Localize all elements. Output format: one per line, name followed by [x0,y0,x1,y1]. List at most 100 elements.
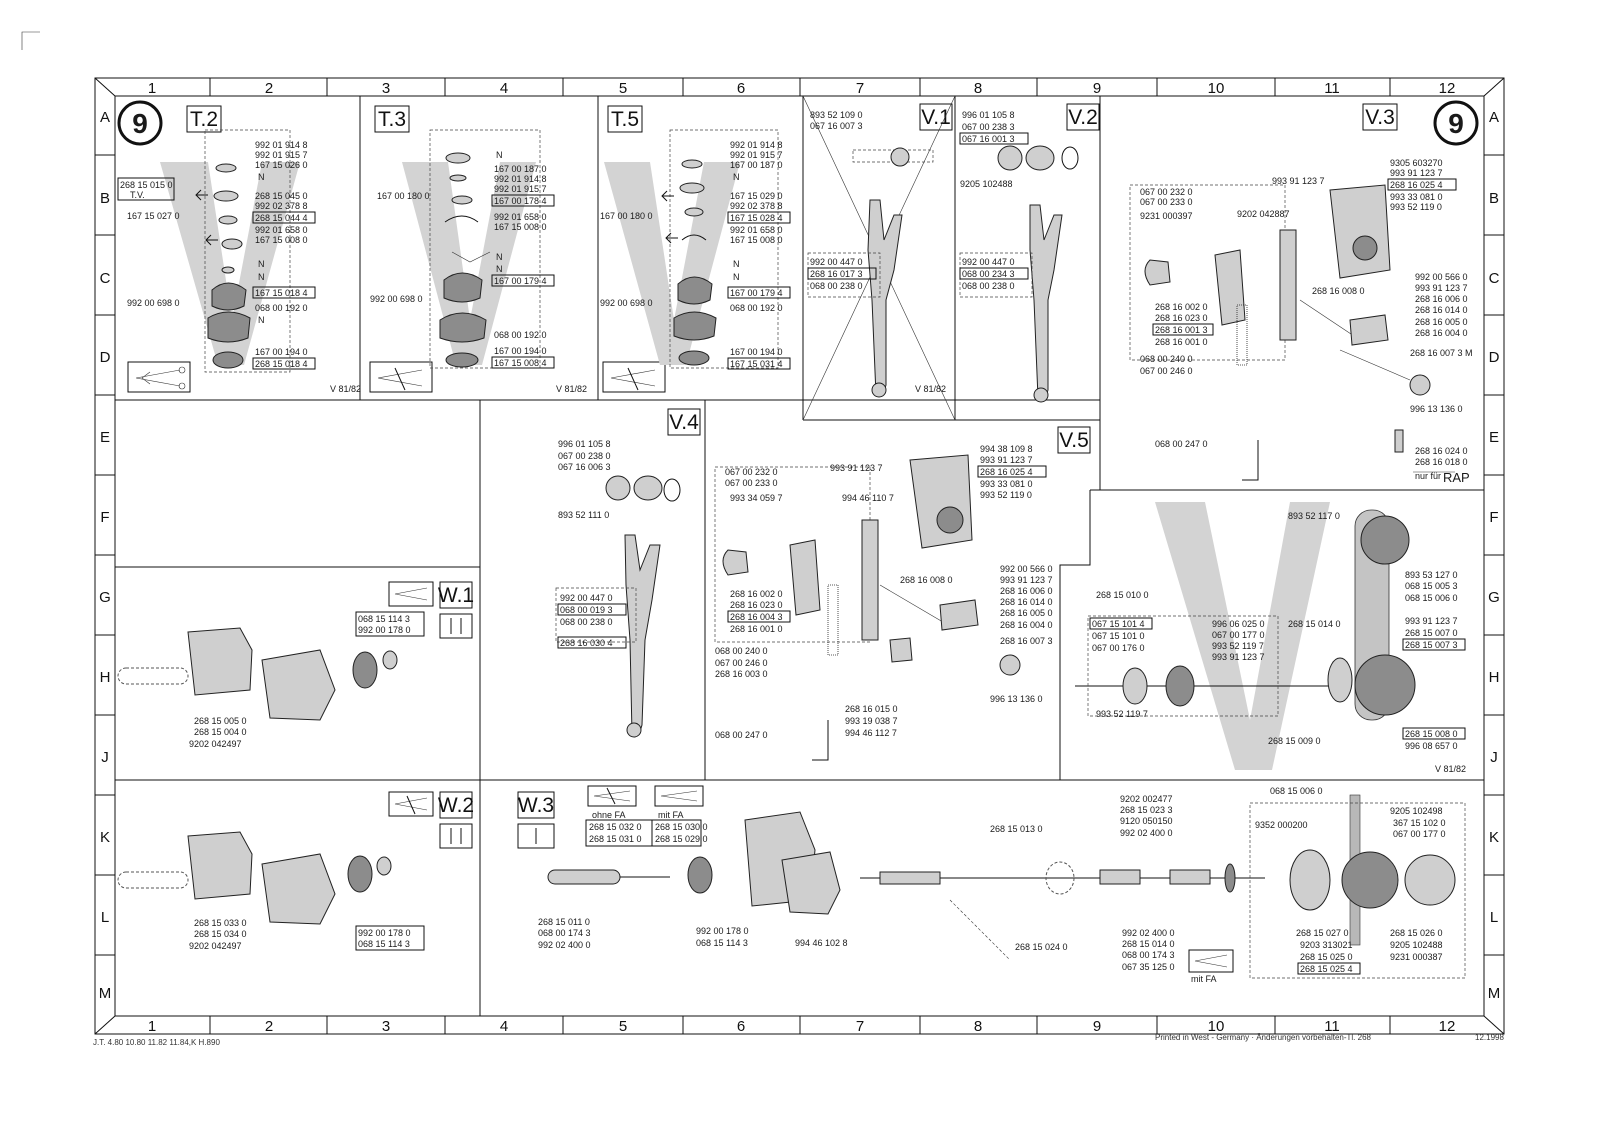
part-number-label: 167 15 008 4 [494,358,547,368]
part-number-label: 9202 042497 [189,941,242,951]
part-number-label: 268 15 023 3 [1120,805,1173,815]
part-number-label: W.1 [438,584,474,607]
version-mark: V 81/82 [330,384,361,394]
part-number-label: 992 01 914 8 [494,174,547,184]
part-number-label: 993 52 119 7 [1096,709,1148,719]
part-number-label: 268 15 025 0 [1300,952,1353,962]
part-number-label: 068 00 192 0 [730,303,783,313]
part-number-label: 992 01 658 0 [730,225,783,235]
part-number-label: 992 00 698 0 [127,298,180,308]
part-number-label: 996 13 136 0 [990,694,1043,704]
part-number-label: 9231 000387 [1390,952,1443,962]
part-number-label: 268 16 006 0 [1000,586,1053,596]
panel-label-v1: V.1 [919,103,953,131]
part-number-label: 067 00 176 0 [1092,643,1145,653]
part-number-label: 167 00 178 4 [494,196,547,206]
part-number-label: 9202 042887 [1237,209,1290,219]
part-number-label: 268 15 004 0 [194,727,247,737]
t2-part-numbers: 992 01 914 8 992 01 915 7 167 15 026 0 N… [117,140,361,394]
part-number-label: N [496,252,503,262]
part-number-label: 268 15 024 0 [1015,942,1068,952]
part-number-label: 993 91 123 7 [1212,652,1265,662]
part-number-label: 067 00 177 0 [1212,630,1265,640]
part-number-label: 992 00 447 0 [810,257,863,267]
part-number-label: 167 15 027 0 [127,211,180,221]
scissors-off-icon [602,361,666,393]
part-number-label: 993 52 119 0 [980,490,1032,500]
v1-part-numbers: 893 52 109 0 067 16 007 3 992 00 447 0 2… [807,110,946,394]
version-mark: V 81/82 [556,384,587,394]
part-number-label: 893 52 117 0 [1288,511,1340,521]
sheet-badge-left: 9 [117,100,163,146]
t2-hook-drawing [195,129,291,373]
part-number-label: ohne FA [592,810,626,820]
row-label: J [1490,749,1498,766]
part-number-label: 996 01 105 8 [962,110,1015,120]
v4-part-numbers: 996 01 105 8 067 00 238 0 067 16 006 3 8… [555,439,637,649]
part-number-label: 068 15 114 3 [696,938,748,948]
part-number-label: 992 00 447 0 [962,257,1015,267]
part-number-label: 268 15 033 0 [194,918,247,928]
part-number-label: 167 00 179 4 [494,276,547,286]
part-number-label: 268 15 005 0 [194,716,247,726]
part-number-label: V.4 [669,411,699,434]
stitch-mark-w3 [517,823,555,849]
part-number-label: 268 16 002 0 [1155,302,1208,312]
row-label: D [100,349,111,366]
part-number-label: 993 91 123 7 [1405,616,1458,626]
col-label: 10 [1208,80,1225,97]
part-number-label: 992 00 566 0 [1415,272,1468,282]
scissors-icon [1188,949,1234,973]
part-number-label: 992 02 378 8 [730,201,783,211]
part-number-label: 992 01 658 0 [494,212,547,222]
v3-feed-mechanism-drawing [1129,184,1431,481]
part-number-label: N [258,272,265,282]
part-number-label: N [258,315,265,325]
part-number-label: 268 16 008 0 [1312,286,1365,296]
row-label: H [1489,669,1500,686]
footer-printed: Printed in West - Germany · Änderungen v… [1155,1033,1372,1042]
part-number-label: 996 08 657 0 [1405,741,1458,751]
part-number-label: 268 16 001 0 [1155,337,1208,347]
part-number-label: 268 16 015 0 [845,704,898,714]
part-number-label: 167 00 180 0 [377,191,430,201]
part-number-label: 992 00 698 0 [370,294,423,304]
col-label: 7 [856,1018,864,1035]
scissors-icon [388,581,434,607]
v5-feed-mechanism-drawing [714,454,1021,761]
col-label: 3 [382,1018,390,1035]
part-number-label: 992 02 378 8 [255,201,308,211]
col-label: 5 [619,80,627,97]
panel-label-v4: V.4 [667,408,701,436]
part-number-label: 068 00 019 3 [560,605,613,615]
col-label: 10 [1208,1018,1225,1035]
part-number-label: 993 91 123 7 [830,463,883,473]
part-number-label: 994 46 112 7 [845,728,897,738]
part-number-label: 268 15 015 0 [120,180,173,190]
col-label: 8 [974,80,982,97]
part-number-label: 996 01 105 8 [558,439,611,449]
part-number-label: 994 38 109 8 [980,444,1033,454]
col-label: 6 [737,1018,745,1035]
part-number-label: 268 15 045 0 [255,191,308,201]
part-number-label: 067 00 233 0 [725,478,778,488]
col-label: 2 [265,1018,273,1035]
part-number-label: 993 52 119 0 [1390,202,1442,212]
part-number-label: 992 02 400 0 [1120,828,1173,838]
part-number-label: 9205 102488 [960,179,1013,189]
col-label: 11 [1324,80,1340,97]
col-label: 4 [500,80,508,97]
panel-label-v2: V.2 [1066,103,1100,131]
v5-part-numbers: 994 38 109 8 993 91 123 7 268 16 025 4 9… [715,444,1053,740]
part-number-label: 993 52 119 7 [1212,641,1264,651]
part-number-label: 167 00 180 0 [600,211,653,221]
part-number-label: 994 46 102 8 [795,938,848,948]
part-number-label: 268 15 034 0 [194,929,247,939]
part-number-label: 068 00 247 0 [715,730,768,740]
col-label: 11 [1324,1018,1340,1035]
part-number-label: 167 15 018 4 [255,288,308,298]
part-number-label: 268 16 025 4 [1390,180,1443,190]
row-ticks [95,154,1504,956]
col-label: 9 [1093,80,1101,97]
row-label: F [1489,509,1498,526]
